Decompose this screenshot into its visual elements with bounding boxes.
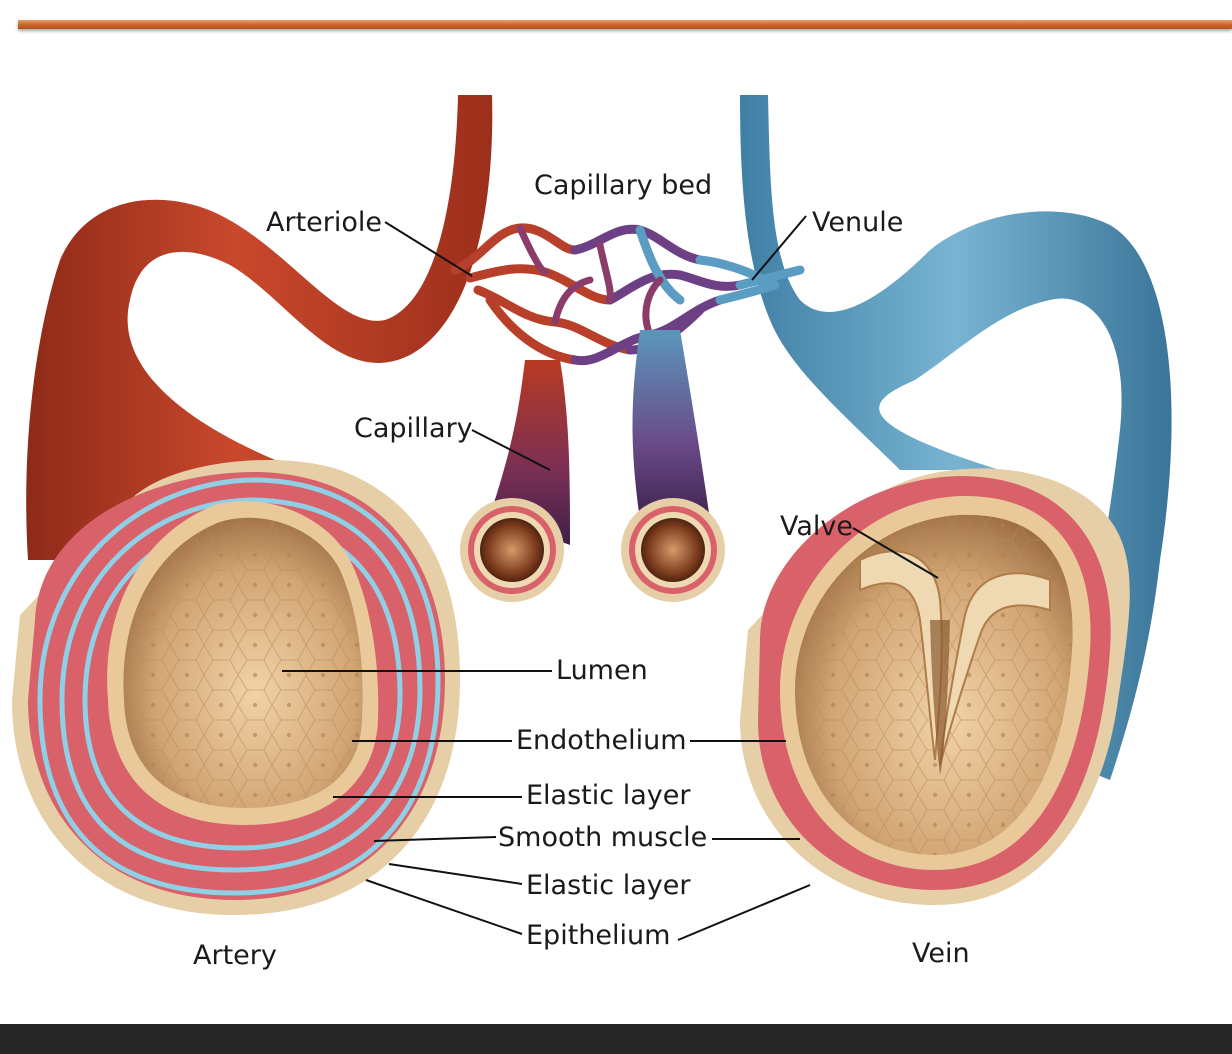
leader-epithelium-right (677, 884, 811, 941)
label-smooth-muscle: Smooth muscle (498, 822, 707, 853)
blood-vessel-diagram: Capillary bed Arteriole Venule Capillary… (12, 95, 1172, 971)
capillary-left-tube (460, 360, 570, 602)
artery-vessel (26, 95, 493, 560)
label-lumen: Lumen (556, 655, 648, 686)
label-artery: Artery (193, 940, 277, 971)
leader-elastic-outer (388, 863, 523, 885)
label-capillary-bed: Capillary bed (534, 170, 712, 201)
label-epithelium: Epithelium (526, 920, 670, 951)
leader-valve (852, 527, 939, 579)
label-valve: Valve (780, 511, 853, 542)
label-elastic-layer-outer: Elastic layer (526, 870, 691, 901)
vein-vessel (740, 95, 1172, 780)
leader-capillary (471, 429, 551, 471)
label-arteriole: Arteriole (266, 207, 382, 238)
leader-epithelium-left (365, 879, 523, 935)
label-endothelium: Endothelium (516, 725, 687, 756)
artery-cross-section (12, 460, 460, 915)
leader-venule (751, 215, 807, 281)
leader-smooth-muscle-left (373, 836, 497, 842)
leader-arteriole (384, 221, 473, 277)
labels: Capillary bed Arteriole Venule Capillary… (193, 170, 970, 971)
label-venule: Venule (812, 207, 903, 238)
capillary-right-tube (621, 330, 725, 602)
capillary-network (450, 223, 805, 366)
top-orange-rule (18, 20, 1232, 29)
label-capillary: Capillary (354, 413, 473, 444)
bottom-dark-bar (0, 1024, 1232, 1054)
leader-lines (282, 215, 939, 941)
vein-cross-section (740, 468, 1130, 905)
label-vein: Vein (912, 938, 970, 969)
label-elastic-layer-inner: Elastic layer (526, 780, 691, 811)
